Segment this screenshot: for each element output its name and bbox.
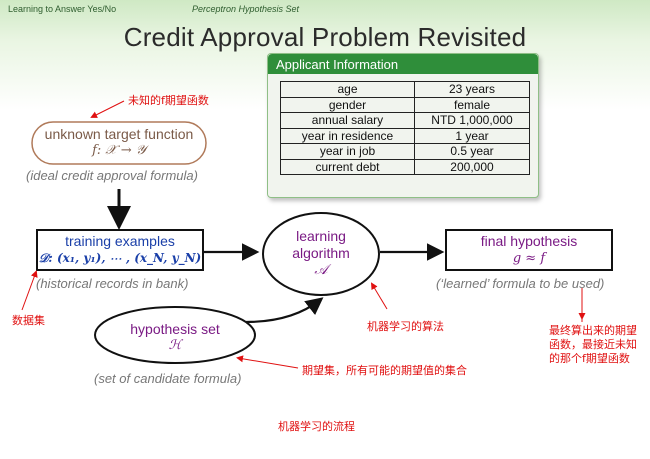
training-examples-title: training examples	[65, 233, 175, 249]
annotation-arrow-target	[90, 100, 125, 118]
final-hypothesis-node	[445, 229, 613, 271]
section-title: Perceptron Hypothesis Set	[192, 4, 300, 14]
slide-title: Credit Approval Problem Revisited	[123, 22, 527, 52]
row-label: current debt	[280, 158, 415, 175]
hset-to-algorithm-arrow	[245, 297, 324, 324]
hypothesis-set-math: ℋ	[168, 338, 182, 353]
hypothesis-set-node	[94, 306, 256, 364]
row-value: 23 years	[414, 81, 530, 98]
learning-algorithm-title-2: algorithm	[292, 245, 350, 261]
learning-algorithm-node	[262, 212, 380, 296]
applicant-info-header: Applicant Information	[268, 54, 538, 74]
target-function-math: f: 𝒳 → 𝒴	[92, 143, 146, 158]
training-examples-caption: (historical records in bank)	[36, 276, 189, 291]
learning-algorithm-title-1: learning	[296, 228, 346, 244]
target-function-caption: (ideal credit approval formula)	[26, 168, 198, 183]
annotation-arrow-hset	[236, 355, 299, 369]
hypothesis-set-caption: (set of candidate formula)	[94, 371, 242, 386]
final-hypothesis-title: final hypothesis	[480, 233, 578, 249]
annotation-hset: 期望集，所有可能的期望值的集合	[302, 364, 467, 377]
annotation-algorithm: 机器学习的算法	[367, 320, 444, 333]
annotation-target: 未知的f期望函数	[128, 94, 209, 107]
row-value: NTD 1,000,000	[414, 112, 530, 129]
target-function-title: unknown target function	[44, 126, 194, 142]
row-value: 200,000	[414, 158, 530, 175]
annotation-data: 数据集	[12, 314, 45, 327]
target-function-node	[31, 121, 207, 165]
annotation-final: 最终算出来的期望函数，最接近未知的那个f期望函数	[549, 324, 637, 365]
row-label: year in residence	[280, 127, 415, 144]
course-title: Learning to Answer Yes/No	[8, 4, 117, 14]
learning-algorithm-math: 𝒜	[314, 262, 328, 278]
annotation-arrow-data	[21, 270, 38, 311]
final-hypothesis-caption: (‘learned’ formula to be used)	[436, 276, 605, 291]
annotation-arrow-algorithm	[370, 282, 388, 310]
final-hypothesis-math: g ≈ f	[512, 251, 546, 266]
flow-caption: 机器学习的流程	[278, 420, 355, 433]
training-examples-math: 𝒟: (x₁, y₁), ⋯ , (x_N, y_N)	[38, 251, 202, 265]
applicant-info-title: Applicant Information	[276, 57, 399, 72]
training-examples-node	[36, 229, 204, 271]
hypothesis-set-title: hypothesis set	[130, 321, 220, 337]
